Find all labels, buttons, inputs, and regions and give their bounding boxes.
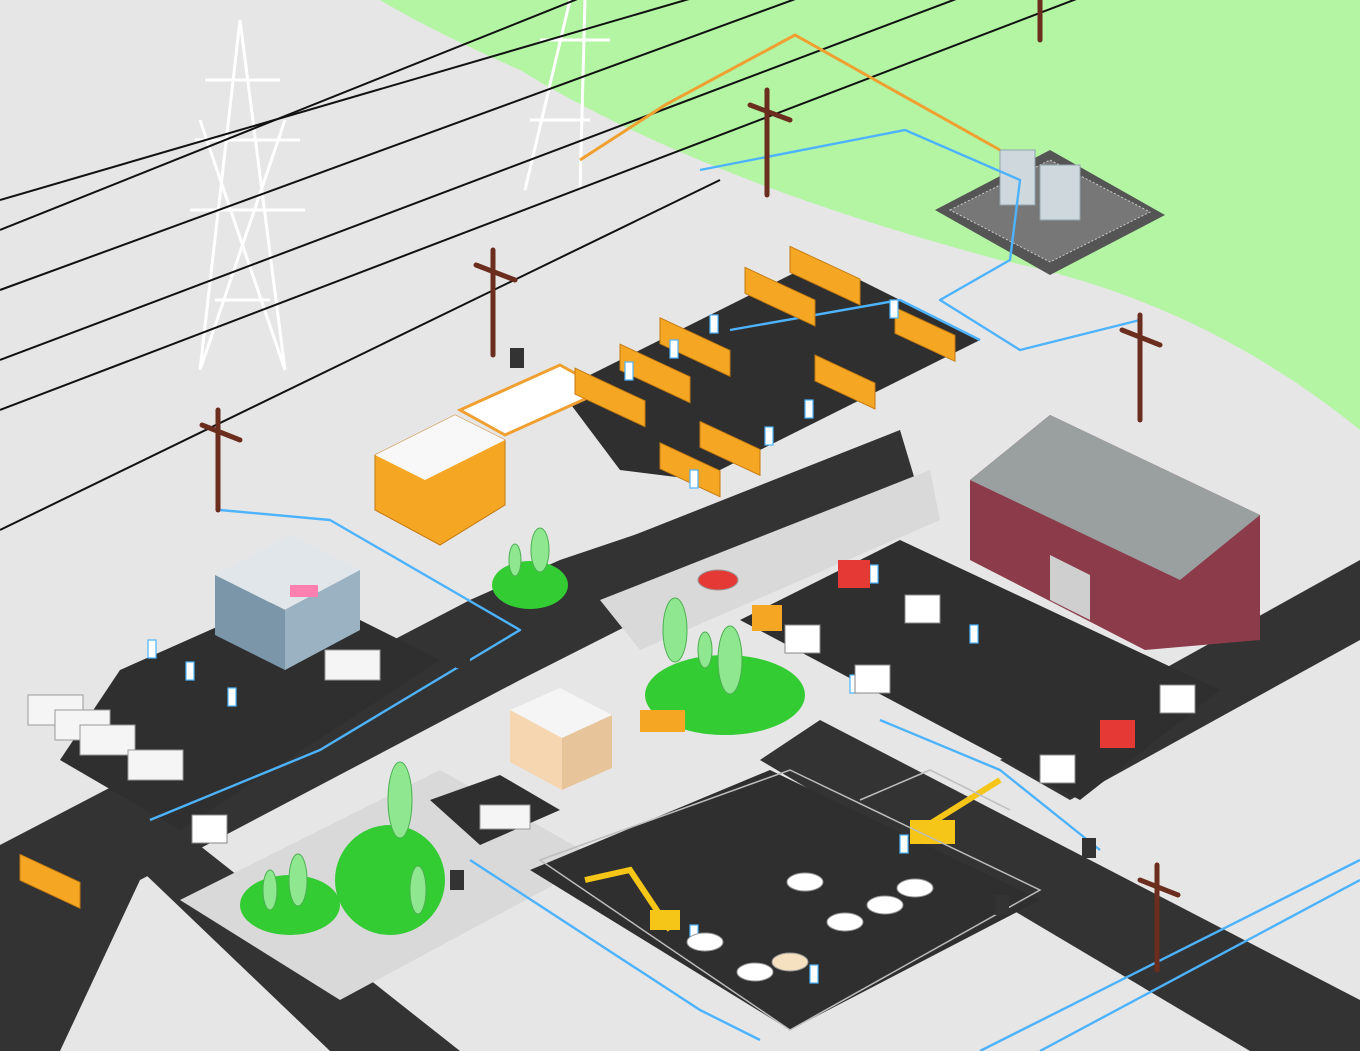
trucks <box>191 560 1196 844</box>
hv-supply-line <box>579 33 1001 162</box>
security-fences <box>538 769 1042 1031</box>
substation <box>935 149 1165 275</box>
charging-cable-network <box>149 128 1360 1051</box>
trees <box>262 527 743 915</box>
warehouse <box>970 415 1260 650</box>
construction-machinery <box>584 777 1002 932</box>
power-cabinets <box>450 348 1096 915</box>
ev-chargers <box>147 299 979 984</box>
bus-depot-lot <box>560 260 980 480</box>
green-zone <box>380 0 1360 430</box>
parked-cars <box>686 569 934 982</box>
construction-yard <box>530 770 1040 1030</box>
box-vans <box>27 649 531 830</box>
service-station <box>374 363 609 546</box>
utility-poles <box>199 0 1181 973</box>
overhead-wires <box>0 0 1077 531</box>
school-buses <box>19 245 956 910</box>
cafe-building <box>510 688 612 790</box>
office-building <box>215 535 360 670</box>
